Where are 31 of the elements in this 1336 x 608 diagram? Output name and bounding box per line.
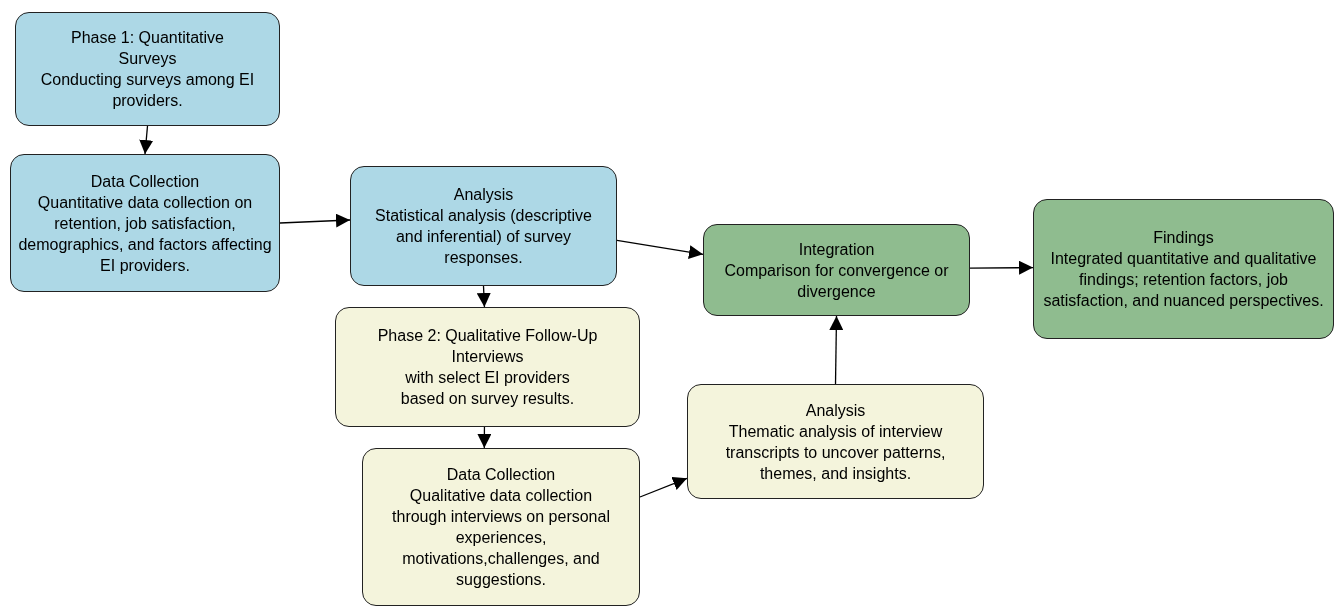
box-description: Conducting surveys among EI providers. <box>39 70 256 111</box>
box-heading: Analysis <box>453 185 514 205</box>
box-heading: Integration <box>798 239 875 260</box>
arrow <box>829 315 844 385</box>
process-box <box>1033 199 1334 339</box>
box-heading: Findings <box>1153 228 1214 248</box>
box-description: Thematic analysis of interview transcripts to uncover patterns, themes, and insights. <box>724 421 947 484</box>
arrow <box>477 426 492 449</box>
box-description: Qualitative data collection through interviews on personal experiences, motivations,challenges, and suggestions. <box>391 486 611 590</box>
process-box <box>15 12 280 126</box>
box-description: Integrated quantitative and qualitative findings; retention factors, job satisfaction, and nuanced perspectives. <box>1042 249 1325 311</box>
arrow <box>279 213 351 228</box>
box-heading: Analysis <box>805 400 866 421</box>
arrow <box>616 239 704 260</box>
box-description: Comparison for convergence or divergence <box>723 260 950 302</box>
arrow <box>969 260 1034 275</box>
box-heading: Data Collection <box>90 171 200 192</box>
box-heading: Phase 1: Quantitative Surveys <box>70 28 225 69</box>
box-description: Quantitative data collection on retention, job satisfaction, demographics, and factors affecting EI providers. <box>17 192 273 276</box>
process-box <box>335 307 640 427</box>
box-description: with select EI providers based on survey results. <box>399 368 576 409</box>
process-box <box>687 384 984 499</box>
process-box <box>703 224 970 316</box>
arrow <box>639 476 688 498</box>
box-description: Statistical analysis (descriptive and inferential) of survey responses. <box>374 206 593 268</box>
process-box <box>10 154 280 292</box>
arrow <box>476 285 491 308</box>
box-heading: Data Collection <box>446 465 556 485</box>
process-box <box>362 448 640 606</box>
arrow <box>139 125 154 155</box>
process-box <box>350 166 617 286</box>
